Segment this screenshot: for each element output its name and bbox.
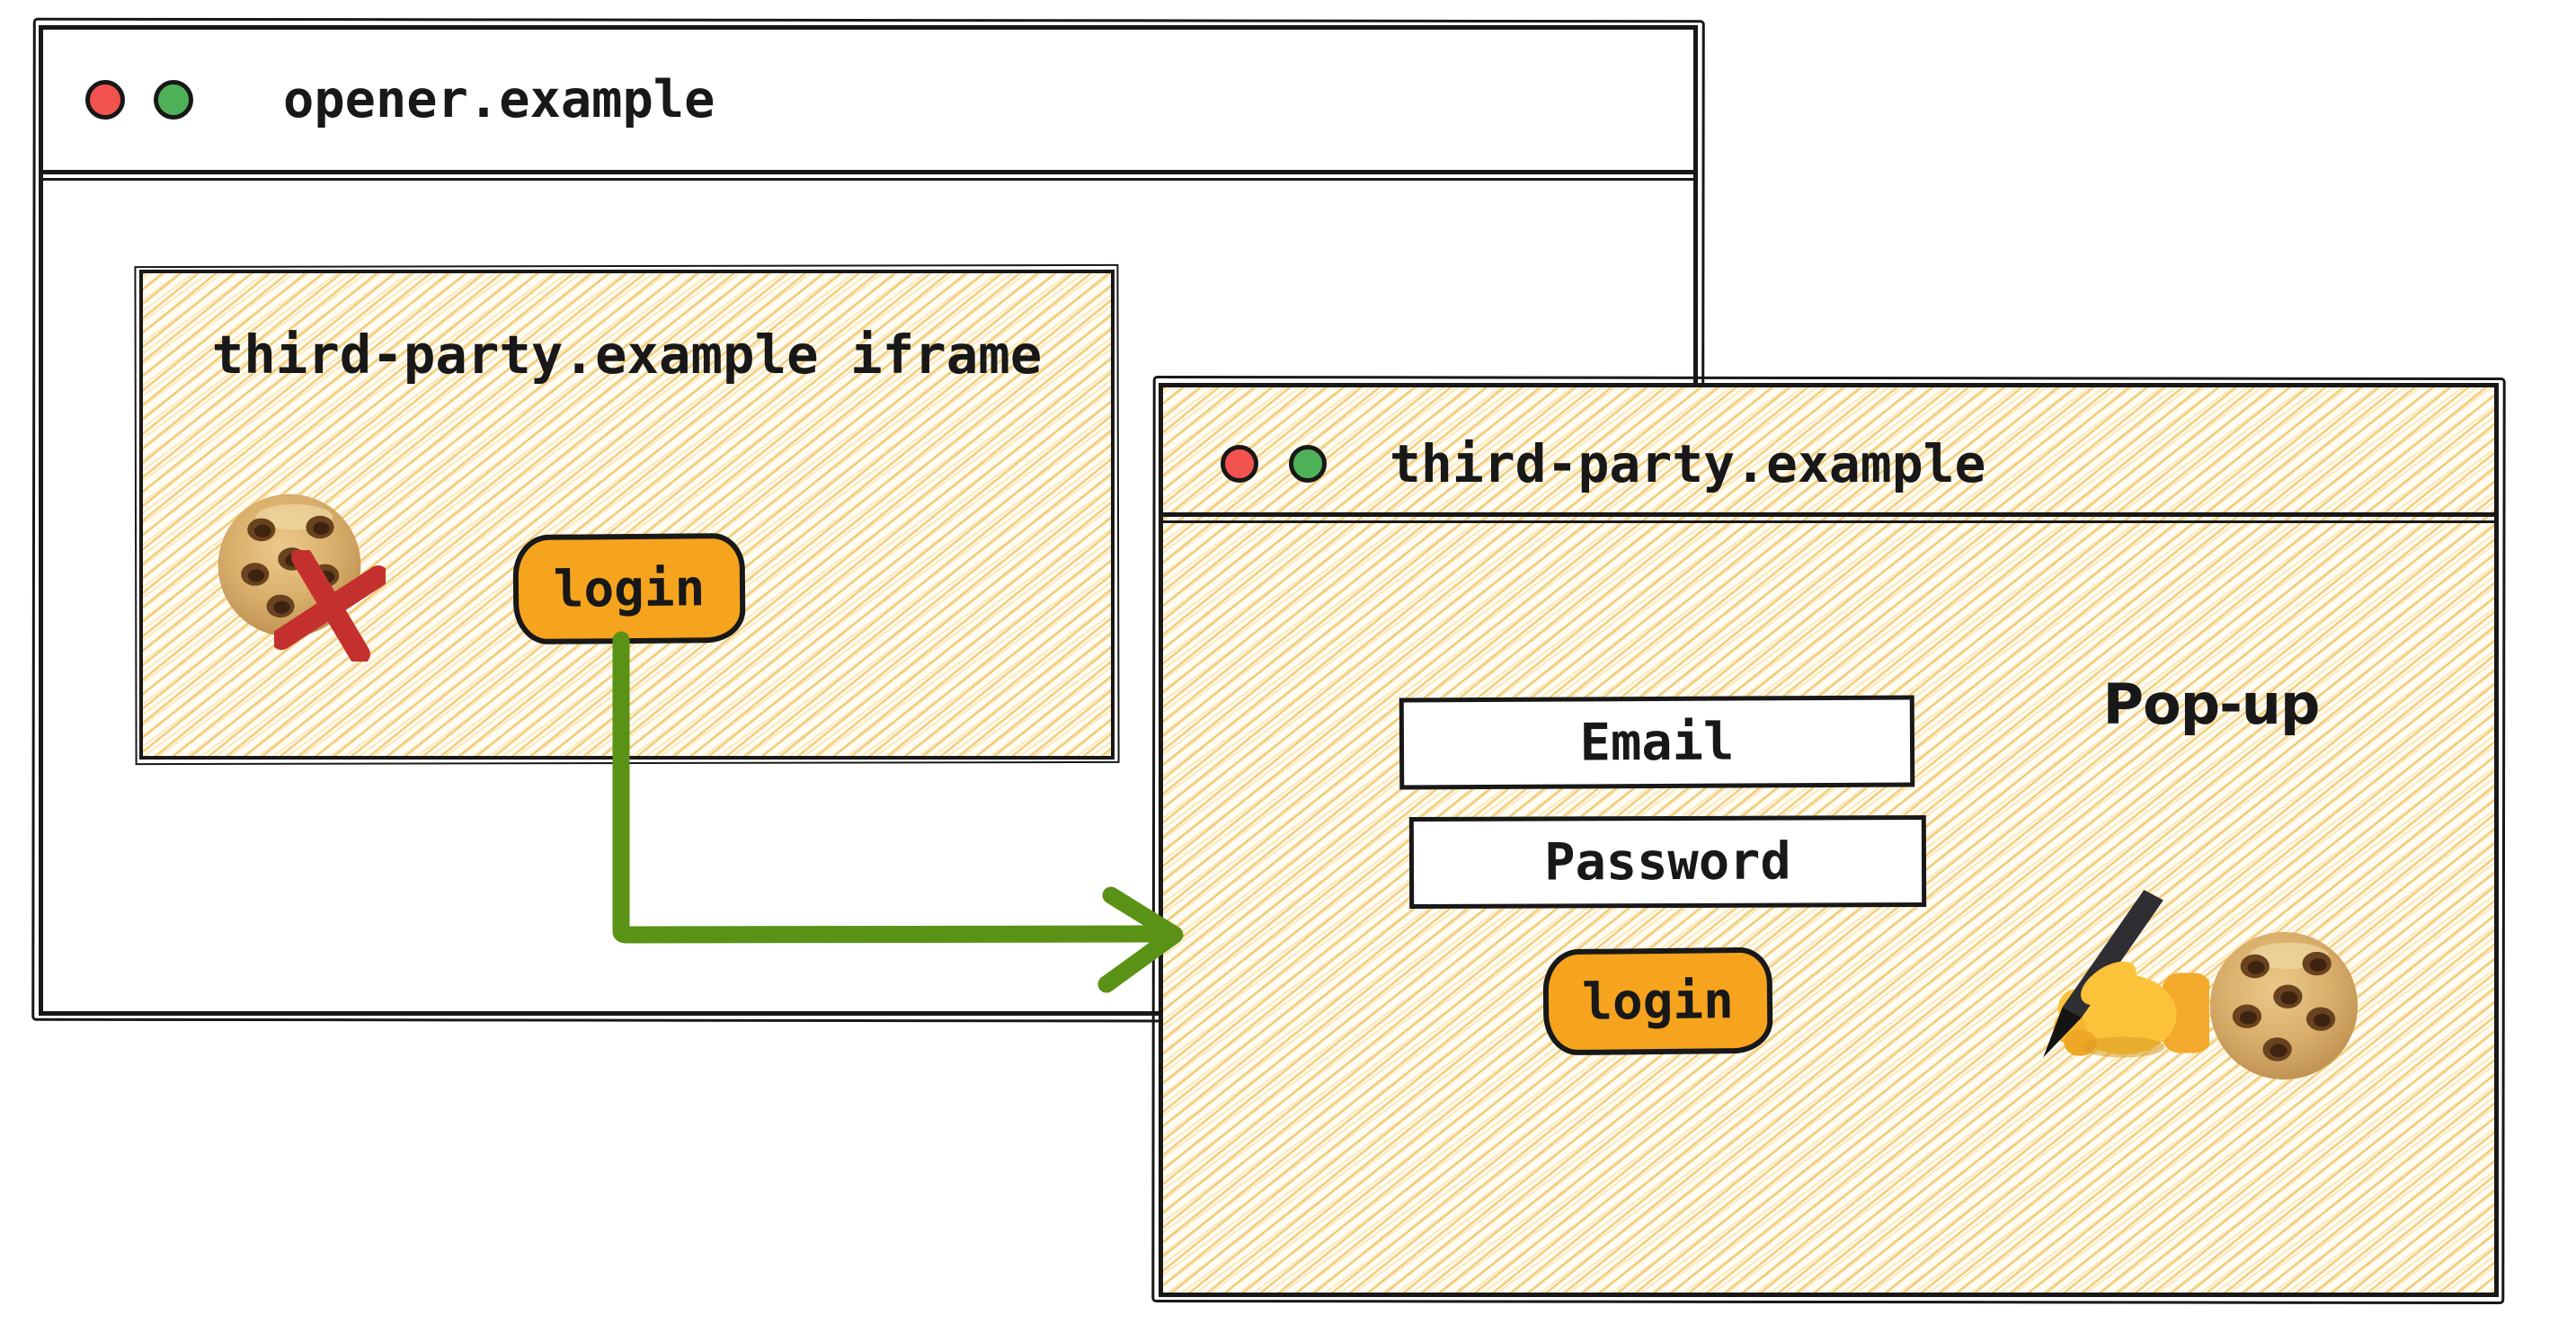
iframe-title: third-party.example iframe — [211, 324, 1043, 386]
popup-window-title: third-party.example — [1390, 432, 1986, 494]
writing-hand-icon — [2031, 887, 2209, 1071]
popup-login-button[interactable]: login — [1542, 946, 1773, 1056]
window-close-button[interactable] — [1221, 444, 1258, 483]
popup-label: Pop-up — [2102, 671, 2321, 737]
third-party-iframe: third-party.example iframe — [139, 270, 1115, 760]
cross-mark-icon — [274, 550, 386, 662]
opener-window-title: opener.example — [283, 70, 715, 129]
password-field[interactable]: Password — [1408, 814, 1927, 910]
popup-window: third-party.example Email Password login… — [1159, 383, 2499, 1297]
iframe-login-button[interactable]: login — [512, 532, 746, 645]
window-minimize-button[interactable] — [154, 80, 193, 120]
popup-titlebar: third-party.example — [1163, 387, 2494, 512]
cookie-icon — [2205, 927, 2363, 1085]
email-field[interactable]: Email — [1399, 695, 1915, 790]
blocked-cookie-icon — [213, 489, 386, 662]
opener-titlebar-divider — [39, 170, 1698, 181]
window-close-button[interactable] — [85, 80, 125, 120]
window-minimize-button[interactable] — [1289, 444, 1327, 483]
popup-titlebar-divider — [1159, 512, 2499, 523]
opener-titlebar: opener.example — [43, 30, 1693, 170]
